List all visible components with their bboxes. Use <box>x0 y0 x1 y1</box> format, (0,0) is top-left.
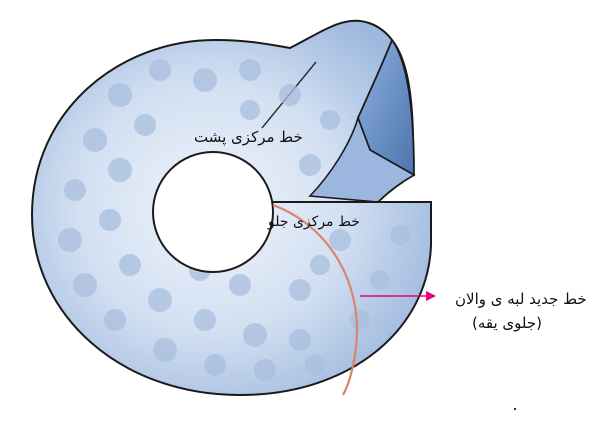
back-center-line-label: خط مرکزی پشت <box>194 128 303 146</box>
front-center-line-label: خط مرکزی جلو <box>268 214 360 230</box>
new-hem-line <box>272 203 359 396</box>
pointer-arrow-head <box>426 291 436 301</box>
new-hem-line-sublabel: (جلوی یقه) <box>472 314 543 332</box>
neck-hole <box>152 151 274 273</box>
stray-dot <box>514 408 516 410</box>
fabric-dots <box>58 59 410 381</box>
new-hem-line-label: خط جدید لبه ی والان <box>455 290 587 308</box>
fold-inner <box>308 115 416 203</box>
